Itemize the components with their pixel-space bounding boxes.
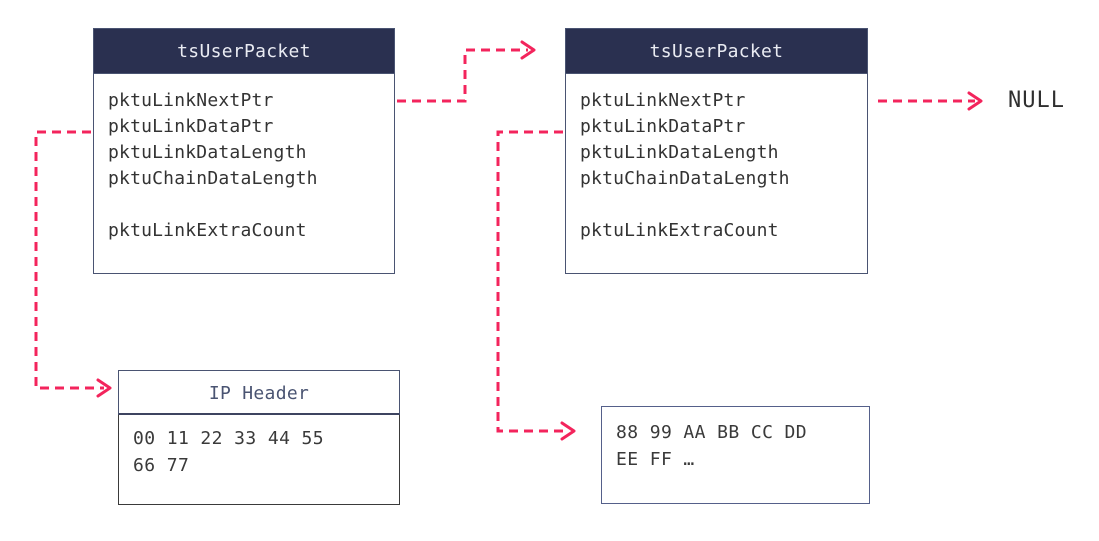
- field-row: pktuChainDataLength: [580, 168, 790, 189]
- struct-box-packet-2: tsUserPacket pktuLinkNextPtr pktuLinkDat…: [565, 28, 868, 274]
- field-row-spacer: [108, 192, 394, 218]
- buffer-box-ip-header: IP Header 00 11 22 33 44 55 66 77: [118, 370, 400, 505]
- field-row: pktuLinkDataLength: [108, 142, 307, 163]
- field-row-spacer: [580, 192, 867, 218]
- field-row: pktuChainDataLength: [108, 168, 318, 189]
- field-row: pktuLinkDataPtr: [580, 116, 746, 137]
- field-row: pktuLinkNextPtr: [108, 90, 274, 111]
- field-row: pktuLinkExtraCount: [580, 220, 779, 241]
- buffer-box-payload: 88 99 AA BB CC DD EE FF …: [601, 406, 870, 504]
- struct-body-packet-1: pktuLinkNextPtr pktuLinkDataPtr pktuLink…: [94, 74, 394, 244]
- field-row: pktuLinkNextPtr: [580, 90, 746, 111]
- hex-line: 66 77: [133, 455, 190, 476]
- struct-header-packet-2: tsUserPacket: [566, 29, 867, 74]
- null-label: NULL: [1008, 88, 1065, 113]
- field-row: pktuLinkExtraCount: [108, 220, 307, 241]
- buffer-body-ip-header: 00 11 22 33 44 55 66 77: [118, 415, 400, 505]
- struct-header-packet-1: tsUserPacket: [94, 29, 394, 74]
- field-row: pktuLinkDataLength: [580, 142, 779, 163]
- arrow-next-ptr-packet1-to-packet2: [397, 40, 536, 103]
- field-row: pktuLinkDataPtr: [108, 116, 274, 137]
- struct-box-packet-1: tsUserPacket pktuLinkNextPtr pktuLinkDat…: [93, 28, 395, 274]
- buffer-title-ip-header: IP Header: [118, 370, 400, 415]
- buffer-body-payload: 88 99 AA BB CC DD EE FF …: [601, 406, 870, 504]
- hex-line: 88 99 AA BB CC DD: [616, 422, 808, 443]
- hex-line: 00 11 22 33 44 55: [133, 428, 325, 449]
- hex-line: EE FF …: [616, 449, 695, 470]
- arrow-data-ptr-packet2-to-payload: [496, 130, 576, 441]
- struct-body-packet-2: pktuLinkNextPtr pktuLinkDataPtr pktuLink…: [566, 74, 867, 244]
- arrow-next-ptr-packet2-to-null: [878, 91, 983, 111]
